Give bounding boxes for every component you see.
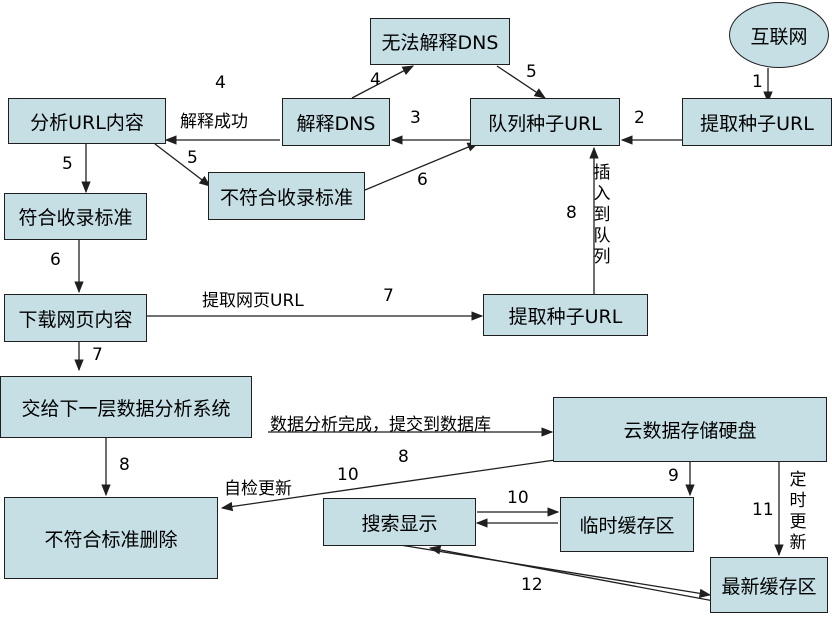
label-insert-queue: 插入到队列 bbox=[593, 163, 611, 267]
node-dns-fail: 无法解释DNS bbox=[370, 18, 510, 65]
step-number: 11 bbox=[752, 500, 774, 520]
arrow-notmeet-to-queue bbox=[364, 142, 480, 191]
node-meet-standard-text: 符合收录标准 bbox=[18, 207, 133, 229]
arrow-fail-to-queue bbox=[496, 65, 546, 99]
node-extract-seed-top-text: 提取种子URL bbox=[700, 112, 814, 135]
step-number: 10 bbox=[337, 465, 359, 485]
step-number: 7 bbox=[383, 286, 394, 306]
node-download-page: 下载网页内容 bbox=[4, 294, 147, 342]
step-number: 7 bbox=[92, 345, 103, 365]
node-latest-cache-text: 最新缓存区 bbox=[721, 575, 817, 598]
node-delete-nonconform: 不符合标准删除 bbox=[4, 497, 218, 579]
node-not-meet-standard: 不符合收录标准 bbox=[208, 172, 365, 220]
node-queue-seed: 队列种子URL bbox=[470, 98, 620, 146]
step-number: 8 bbox=[119, 455, 130, 475]
node-next-layer: 交给下一层数据分析系统 bbox=[0, 376, 252, 438]
step-number: 9 bbox=[668, 466, 679, 486]
node-analyze-url: 分析URL内容 bbox=[8, 98, 166, 144]
label-timed-update: 定时更新 bbox=[789, 470, 807, 553]
step-number: 10 bbox=[507, 488, 529, 508]
node-extract-seed-mid: 提取种子URL bbox=[483, 294, 648, 336]
node-search-display: 搜索显示 bbox=[323, 498, 476, 546]
arrow-cloud-to-delete bbox=[220, 459, 556, 512]
label-analysis-done: 数据分析完成，提交到数据库 bbox=[270, 415, 491, 435]
step-number: 5 bbox=[526, 62, 537, 82]
node-extract-seed-top: 提取种子URL bbox=[682, 98, 832, 146]
step-number: 1 bbox=[752, 72, 763, 92]
node-cloud-storage: 云数据存储硬盘 bbox=[553, 397, 827, 462]
node-delete-nonconform-text: 不符合标准删除 bbox=[44, 528, 178, 551]
step-number: 2 bbox=[634, 108, 645, 128]
arrow-latest-to-search bbox=[428, 545, 731, 605]
arrow-dns-to-fail bbox=[351, 65, 415, 99]
node-resolve-dns-text: 解释DNS bbox=[296, 112, 376, 135]
node-temp-cache: 临时缓存区 bbox=[560, 497, 694, 552]
node-temp-cache-text: 临时缓存区 bbox=[579, 515, 675, 537]
node-extract-seed-mid-text: 提取种子URL bbox=[508, 305, 623, 328]
step-number: 8 bbox=[566, 203, 577, 223]
step-number: 8 bbox=[398, 447, 409, 467]
node-cloud-storage-text: 云数据存储硬盘 bbox=[623, 420, 757, 442]
step-number: 6 bbox=[417, 170, 428, 190]
step-number: 4 bbox=[215, 73, 226, 93]
label-extract-page-url: 提取网页URL bbox=[202, 291, 304, 311]
node-latest-cache: 最新缓存区 bbox=[710, 557, 828, 613]
node-meet-standard: 符合收录标准 bbox=[4, 193, 147, 240]
node-search-display-text: 搜索显示 bbox=[361, 512, 438, 535]
label-resolve-success: 解释成功 bbox=[180, 112, 248, 132]
step-number: 12 bbox=[521, 575, 543, 595]
node-internet: 互联网 bbox=[729, 2, 829, 68]
arrow-analyze-to-notmeet bbox=[154, 143, 211, 187]
step-number: 5 bbox=[62, 154, 73, 174]
node-download-page-text: 下载网页内容 bbox=[18, 308, 133, 331]
node-analyze-url-text: 分析URL内容 bbox=[30, 111, 144, 134]
label-self-check: 自检更新 bbox=[224, 479, 292, 499]
node-next-layer-text: 交给下一层数据分析系统 bbox=[21, 397, 231, 420]
node-dns-fail-text: 无法解释DNS bbox=[381, 32, 499, 54]
step-number: 3 bbox=[410, 108, 421, 128]
node-not-meet-standard-text: 不符合收录标准 bbox=[219, 186, 353, 209]
node-queue-seed-text: 队列种子URL bbox=[488, 112, 602, 135]
step-number: 6 bbox=[50, 250, 61, 270]
arrow-search-to-latest bbox=[399, 544, 712, 598]
node-resolve-dns: 解释DNS bbox=[282, 98, 390, 146]
step-number: 4 bbox=[370, 70, 381, 90]
node-internet-text: 互联网 bbox=[750, 25, 808, 48]
step-number: 5 bbox=[187, 148, 198, 168]
